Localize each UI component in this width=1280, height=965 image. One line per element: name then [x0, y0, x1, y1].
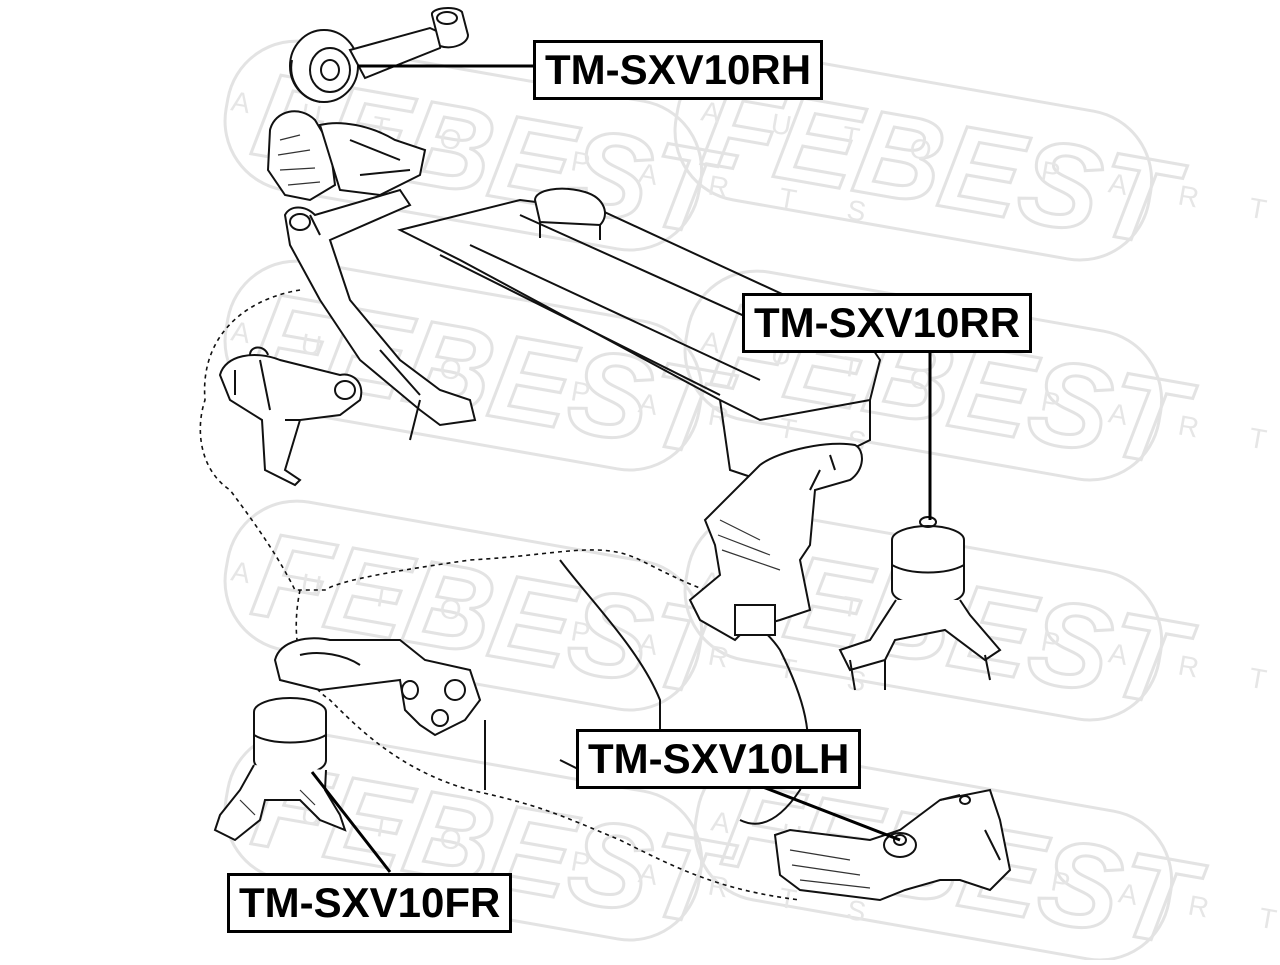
- engine-contour-dashed: [199, 289, 801, 901]
- left-bracket-part: [218, 346, 363, 487]
- engine-block-illustration: [199, 187, 882, 901]
- filler-cap: [533, 187, 606, 227]
- part-label-rr[interactable]: TM-SXV10RR: [742, 293, 1033, 353]
- rr-mount-part: [838, 516, 1002, 691]
- part-label-fr[interactable]: TM-SXV10FR: [227, 873, 513, 933]
- lower-bracket-part: [273, 637, 482, 737]
- upper-bracket-part: [266, 110, 477, 441]
- part-label-rh[interactable]: TM-SXV10RH: [533, 40, 824, 100]
- part-label-lh[interactable]: TM-SXV10LH: [576, 729, 862, 789]
- lh-mount-part: [773, 788, 1012, 902]
- leader-fr: [310, 771, 392, 873]
- center-trans-bracket-part: [688, 442, 863, 642]
- leader-lines: [310, 64, 932, 873]
- leader-lh: [749, 780, 901, 842]
- fr-mount-part: [213, 697, 347, 842]
